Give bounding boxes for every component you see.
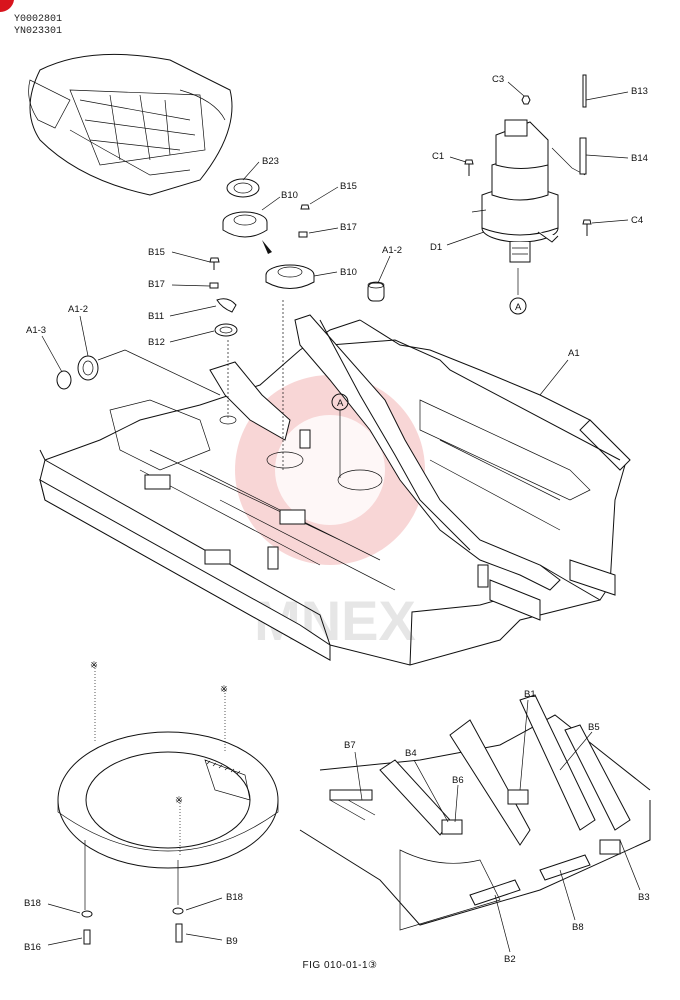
figure-caption: FIG 010-01-1③ <box>302 960 378 971</box>
callout-B17-lower: B17 <box>148 279 165 290</box>
callout-star-2: ※ <box>220 684 228 695</box>
callout-D1: D1 <box>430 242 442 253</box>
callout-C3: C3 <box>492 74 504 85</box>
callout-B8: B8 <box>572 922 584 933</box>
callout-B18-right: B18 <box>226 892 243 903</box>
callout-B11: B11 <box>148 311 164 322</box>
corner-mark <box>0 0 14 13</box>
lower-frame-detail <box>299 694 651 931</box>
leader-lines <box>41 81 641 953</box>
callout-labels: B23 B10 B15 B17 B15 B17 B11 B12 B10 A1-2… <box>24 74 650 965</box>
callout-A1: A1 <box>568 348 580 359</box>
callout-B18-left: B18 <box>24 898 41 909</box>
callout-B9: B9 <box>226 936 238 947</box>
callout-B6: B6 <box>452 775 464 786</box>
callout-B5: B5 <box>588 722 600 733</box>
swing-bearing-parts <box>56 178 385 396</box>
callout-B3: B3 <box>638 892 650 903</box>
callout-B2: B2 <box>504 954 516 965</box>
callout-circle-A-frame: A <box>337 398 344 409</box>
callout-C1: C1 <box>432 151 444 162</box>
callout-circle-A-motor: A <box>515 302 522 313</box>
swing-motor-assembly <box>464 74 592 315</box>
callout-B23: B23 <box>262 156 279 167</box>
callout-B4: B4 <box>405 748 417 759</box>
callout-B7: B7 <box>344 740 356 751</box>
callout-B1: B1 <box>524 689 536 700</box>
callout-A1-2-left: A1-2 <box>68 304 88 315</box>
callout-B14: B14 <box>631 153 648 164</box>
callout-B15-upper: B15 <box>340 181 357 192</box>
callout-star-3: ※ <box>175 795 183 806</box>
callout-B16: B16 <box>24 942 41 953</box>
callout-B10-lower: B10 <box>340 267 357 278</box>
callout-C4: C4 <box>631 215 643 226</box>
callout-B12: B12 <box>148 337 165 348</box>
callout-B13: B13 <box>631 86 648 97</box>
document-code-2: YN023301 <box>14 26 63 37</box>
callout-star-1: ※ <box>90 660 98 671</box>
document-code-1: Y0002801 <box>14 14 63 25</box>
callout-A1-2-right: A1-2 <box>382 245 402 256</box>
callout-A1-3: A1-3 <box>26 325 46 336</box>
callout-B17-upper: B17 <box>340 222 357 233</box>
machine-overview-sketch <box>28 53 233 196</box>
main-frame-assembly <box>39 300 631 666</box>
callout-B10-upper: B10 <box>281 190 298 201</box>
callout-B15-lower: B15 <box>148 247 165 258</box>
swing-bearing-ring <box>57 665 279 945</box>
